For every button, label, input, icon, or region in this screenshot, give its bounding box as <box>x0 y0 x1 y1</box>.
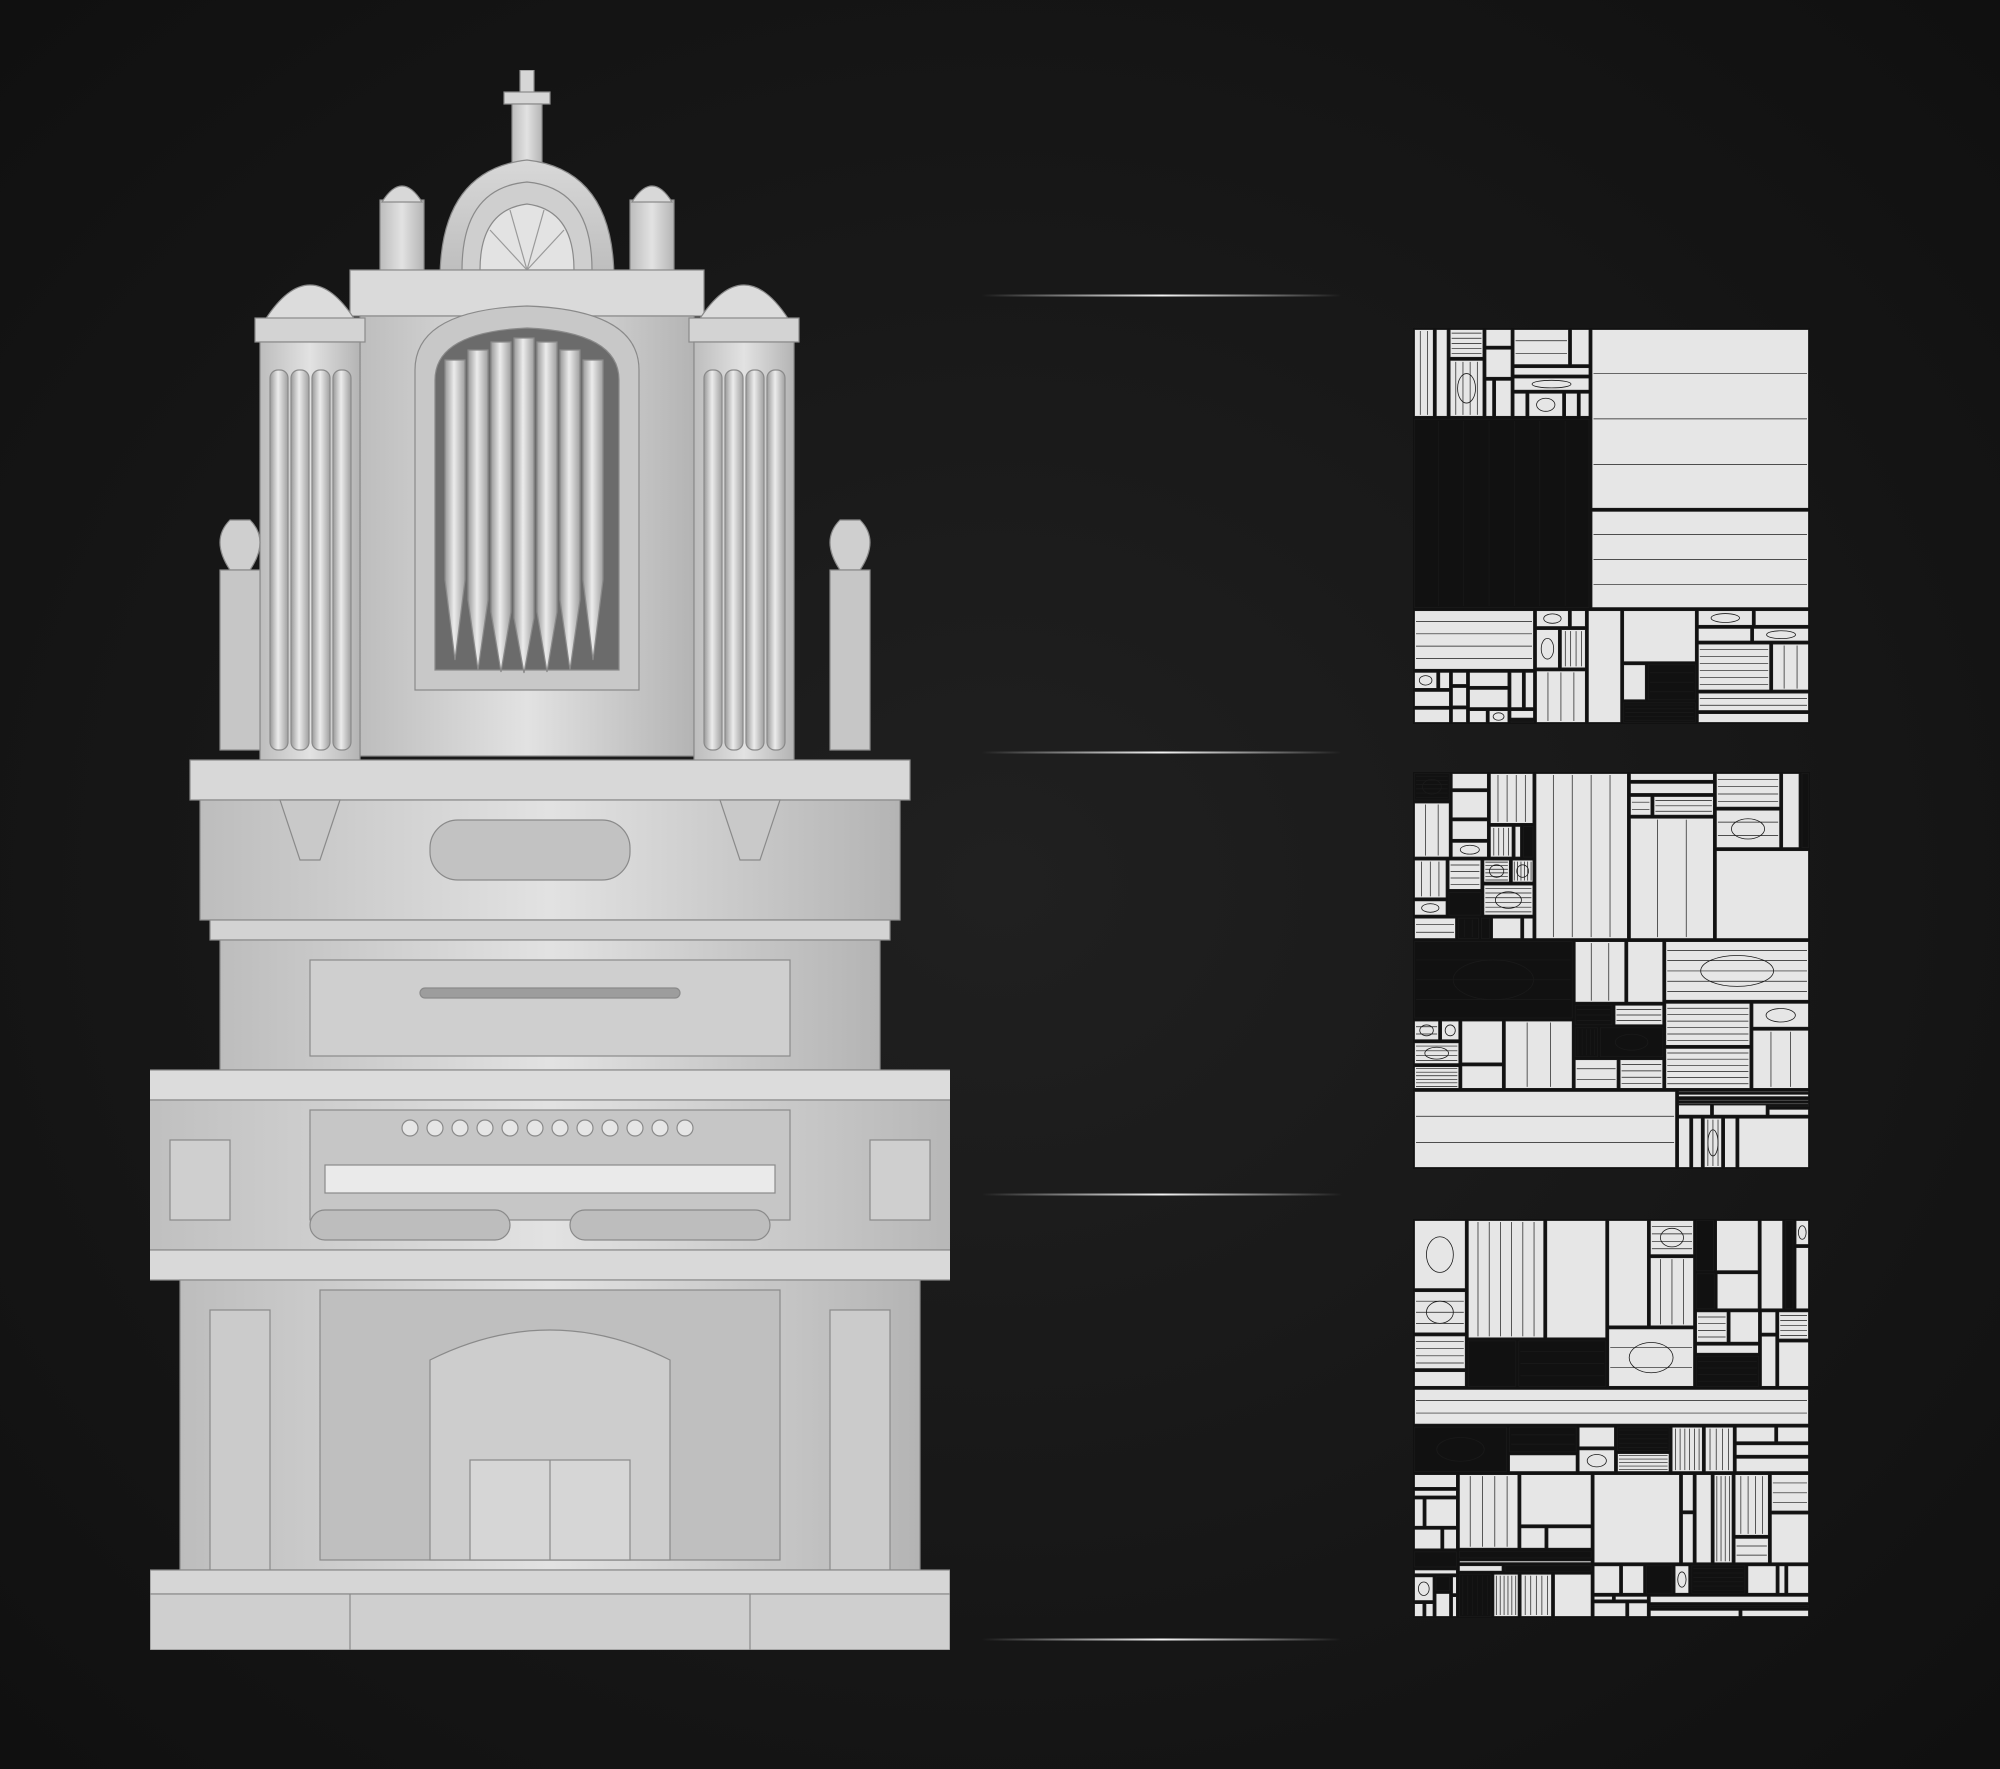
uv-layout-icon <box>1413 1219 1810 1618</box>
separator-line-icon <box>982 1637 1342 1642</box>
separator-line-icon <box>982 750 1342 755</box>
separator-line-icon <box>982 293 1342 298</box>
separator-line-icon <box>982 1192 1342 1197</box>
uv-layout-icon <box>1413 772 1810 1169</box>
pipe-organ-render-icon <box>150 70 950 1650</box>
uv-layout-icon <box>1413 328 1810 724</box>
